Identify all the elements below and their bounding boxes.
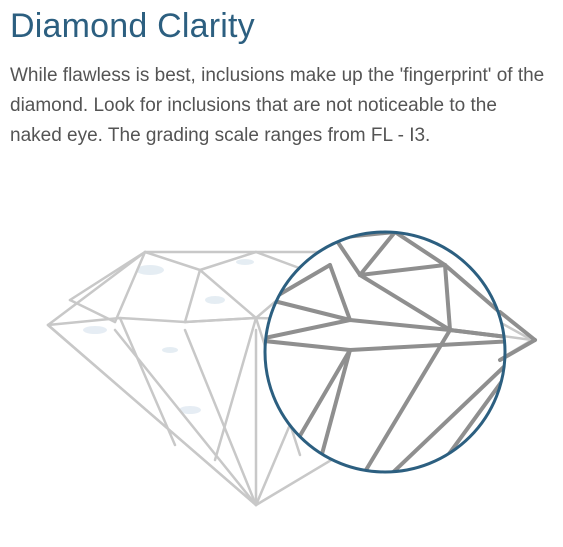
clarity-description: While flawless is best, inclusions make … xyxy=(10,65,545,146)
diamond-clarity-illustration xyxy=(46,230,537,507)
page-title: Diamond Clarity xyxy=(10,7,255,45)
magnified-diamond-facets xyxy=(265,232,505,472)
magnifier-ring xyxy=(263,230,507,474)
